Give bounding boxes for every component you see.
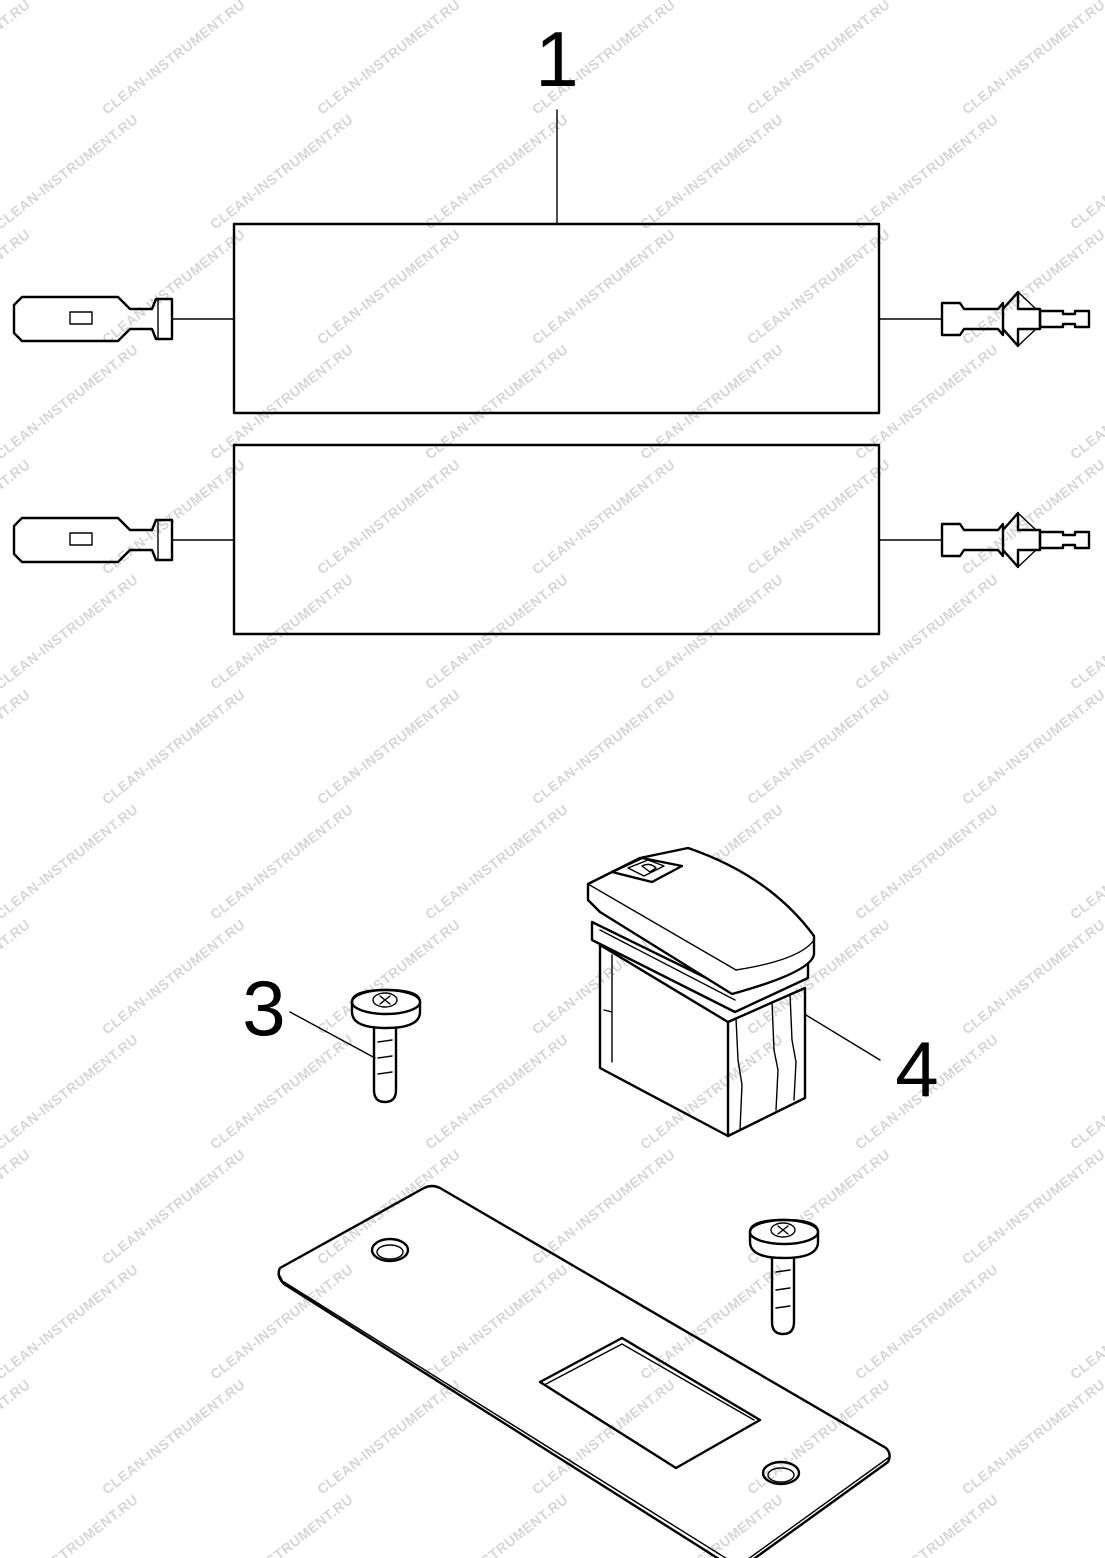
flat-terminal-connector — [12, 295, 174, 343]
watermark-text: CLEAN-INSTRUMENT.RU — [99, 916, 248, 1037]
watermark-text: CLEAN-INSTRUMENT.RU — [99, 1146, 248, 1267]
watermark-text: CLEAN-INSTRUMENT.RU — [852, 801, 1001, 922]
watermark-text: CLEAN-INSTRUMENT.RU — [637, 571, 786, 692]
watermark-text: CLEAN-INSTRUMENT.RU — [422, 801, 571, 922]
watermark-text: CLEAN-INSTRUMENT.RU — [0, 1031, 141, 1152]
watermark-text: CLEAN-INSTRUMENT.RU — [1067, 801, 1105, 922]
watermark-text: CLEAN-INSTRUMENT.RU — [959, 1376, 1105, 1497]
watermark-text: CLEAN-INSTRUMENT.RU — [314, 226, 463, 347]
watermark-text: CLEAN-INSTRUMENT.RU — [314, 686, 463, 807]
mounting-plate — [277, 1184, 891, 1558]
watermark-text: CLEAN-INSTRUMENT.RU — [0, 0, 33, 117]
bullet-terminal-connector — [940, 290, 1091, 348]
watermark-text: CLEAN-INSTRUMENT.RU — [1067, 1031, 1105, 1152]
watermark-text: CLEAN-INSTRUMENT.RU — [0, 226, 33, 347]
watermark-text: CLEAN-INSTRUMENT.RU — [959, 916, 1105, 1037]
watermark-text: CLEAN-INSTRUMENT.RU — [959, 456, 1105, 577]
watermark-text: CLEAN-INSTRUMENT.RU — [1067, 571, 1105, 692]
watermark-text: CLEAN-INSTRUMENT.RU — [99, 686, 248, 807]
rocker-switch — [586, 846, 881, 1138]
watermark-text: CLEAN-INSTRUMENT.RU — [529, 226, 678, 347]
watermark-text: CLEAN-INSTRUMENT.RU — [99, 0, 248, 117]
watermark-text: CLEAN-INSTRUMENT.RU — [852, 111, 1001, 232]
watermark-text: CLEAN-INSTRUMENT.RU — [959, 0, 1105, 117]
harness-lower — [12, 443, 1091, 636]
watermark-text: CLEAN-INSTRUMENT.RU — [852, 1261, 1001, 1382]
harness-upper — [12, 109, 1091, 415]
watermark-text: CLEAN-INSTRUMENT.RU — [744, 686, 893, 807]
watermark-text: CLEAN-INSTRUMENT.RU — [422, 111, 571, 232]
watermark-text: CLEAN-INSTRUMENT.RU — [0, 456, 33, 577]
watermark-text: CLEAN-INSTRUMENT.RU — [529, 686, 678, 807]
watermark-text: CLEAN-INSTRUMENT.RU — [852, 1491, 1001, 1558]
watermark-text: CLEAN-INSTRUMENT.RU — [1067, 1491, 1105, 1558]
watermark-text: CLEAN-INSTRUMENT.RU — [99, 1376, 248, 1497]
watermark-text: CLEAN-INSTRUMENT.RU — [529, 456, 678, 577]
callout-4: 4 — [895, 1025, 938, 1113]
callout-1: 1 — [535, 15, 578, 103]
watermark-text: CLEAN-INSTRUMENT.RU — [207, 571, 356, 692]
watermark-text: CLEAN-INSTRUMENT.RU — [529, 1376, 678, 1497]
watermark-text: CLEAN-INSTRUMENT.RU — [422, 1491, 571, 1558]
watermark-text: CLEAN-INSTRUMENT.RU — [744, 0, 893, 117]
watermark-text: CLEAN-INSTRUMENT.RU — [99, 226, 248, 347]
watermark-text: CLEAN-INSTRUMENT.RU — [1067, 341, 1105, 462]
screw — [748, 1218, 820, 1336]
watermark-text: CLEAN-INSTRUMENT.RU — [959, 686, 1105, 807]
watermark-text: CLEAN-INSTRUMENT.RU — [0, 801, 141, 922]
watermark-text: CLEAN-INSTRUMENT.RU — [422, 1261, 571, 1382]
watermark-text: CLEAN-INSTRUMENT.RU — [744, 226, 893, 347]
watermark-text: CLEAN-INSTRUMENT.RU — [529, 1146, 678, 1267]
watermark-text: CLEAN-INSTRUMENT.RU — [1067, 1261, 1105, 1382]
watermark-text: CLEAN-INSTRUMENT.RU — [959, 1146, 1105, 1267]
watermark-text: CLEAN-INSTRUMENT.RU — [0, 916, 33, 1037]
watermark-text: CLEAN-INSTRUMENT.RU — [207, 801, 356, 922]
watermark-text: CLEAN-INSTRUMENT.RU — [0, 1261, 141, 1382]
watermark-text: CLEAN-INSTRUMENT.RU — [207, 1491, 356, 1558]
watermark-text: CLEAN-INSTRUMENT.RU — [0, 1146, 33, 1267]
watermark-text: CLEAN-INSTRUMENT.RU — [637, 1261, 786, 1382]
watermark-text: CLEAN-INSTRUMENT.RU — [744, 456, 893, 577]
watermark-text: CLEAN-INSTRUMENT.RU — [1067, 111, 1105, 232]
watermark-text: CLEAN-INSTRUMENT.RU — [207, 111, 356, 232]
watermark-text: CLEAN-INSTRUMENT.RU — [0, 686, 33, 807]
watermark-text: CLEAN-INSTRUMENT.RU — [422, 571, 571, 692]
watermark-text: CLEAN-INSTRUMENT.RU — [314, 1376, 463, 1497]
watermark-text: CLEAN-INSTRUMENT.RU — [0, 571, 141, 692]
watermark-text: CLEAN-INSTRUMENT.RU — [314, 456, 463, 577]
watermark-text: CLEAN-INSTRUMENT.RU — [0, 1376, 33, 1497]
watermark-text: CLEAN-INSTRUMENT.RU — [0, 111, 141, 232]
watermark-text: CLEAN-INSTRUMENT.RU — [637, 1031, 786, 1152]
bullet-terminal-connector — [940, 511, 1091, 569]
watermark-text: CLEAN-INSTRUMENT.RU — [852, 571, 1001, 692]
watermark-text: CLEAN-INSTRUMENT.RU — [637, 111, 786, 232]
flat-terminal-connector — [12, 516, 174, 564]
watermark-text: CLEAN-INSTRUMENT.RU — [422, 1031, 571, 1152]
callout-3: 3 — [242, 964, 285, 1052]
watermark-text: CLEAN-INSTRUMENT.RU — [0, 1491, 141, 1558]
watermark-text: CLEAN-INSTRUMENT.RU — [314, 0, 463, 117]
screw — [289, 988, 422, 1104]
watermark-text: CLEAN-INSTRUMENT.RU — [0, 341, 141, 462]
